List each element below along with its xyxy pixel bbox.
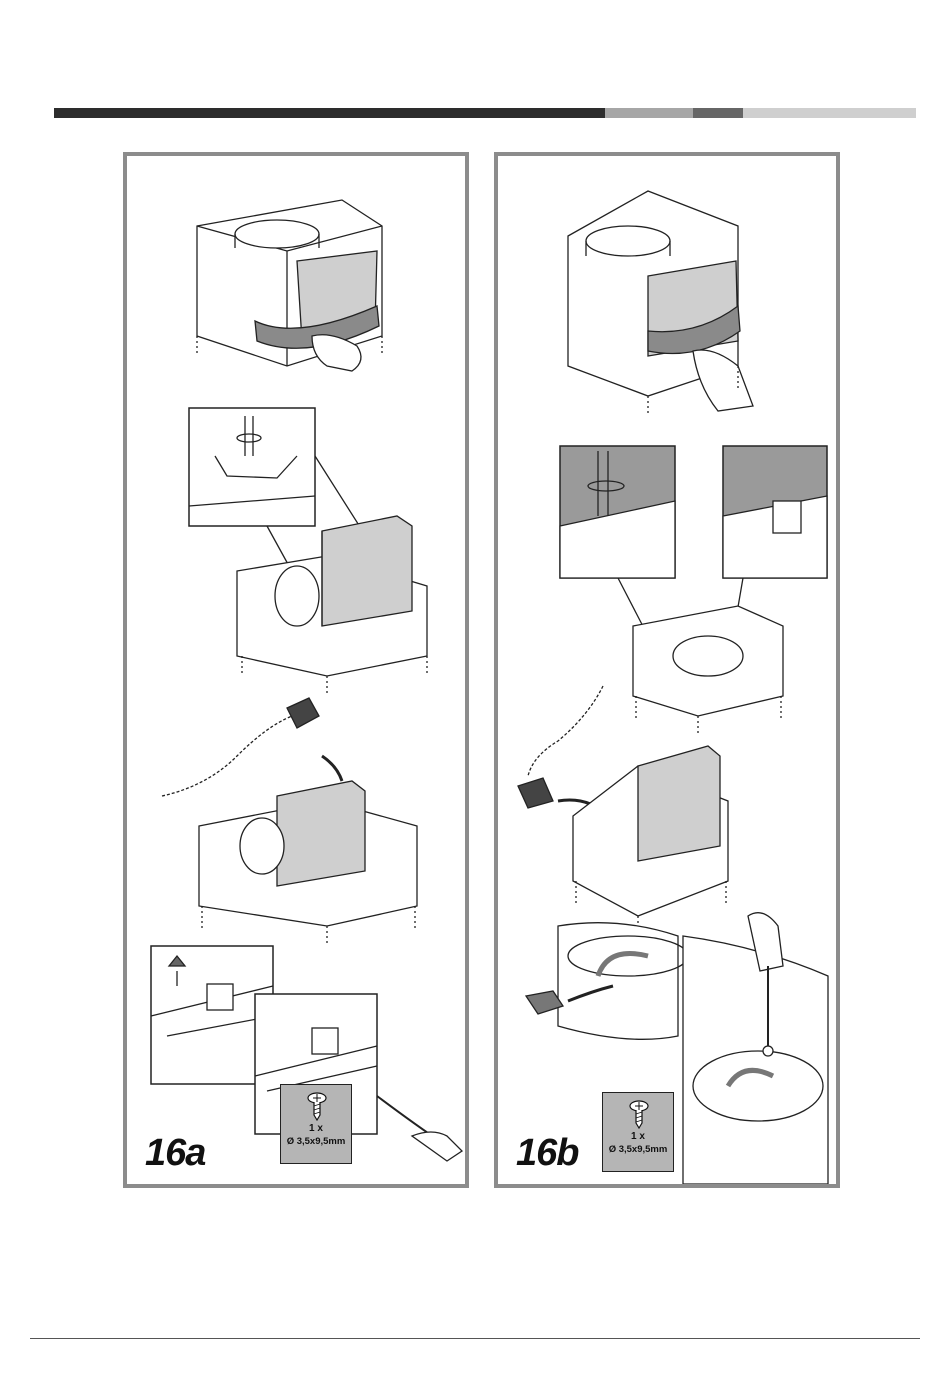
screw-dimension: Ø 3,5x9,5mm (603, 1144, 673, 1155)
illustration-16a (127, 156, 465, 1184)
screw-quantity: 1 x (603, 1131, 673, 1142)
figure-panel-16a: 1 x Ø 3,5x9,5mm 16a (123, 152, 469, 1188)
header-bar-segment-pale (743, 108, 916, 118)
figure-panel-16b: 1 x Ø 3,5x9,5mm 16b (494, 152, 840, 1188)
header-bar-segment-dark (54, 108, 605, 118)
figure-label: 16b (516, 1132, 578, 1175)
figure-label: 16a (145, 1132, 205, 1175)
header-bar-segment-light (605, 108, 693, 118)
screw-icon (305, 1091, 329, 1121)
screw-icon (627, 1099, 651, 1129)
footer-rule (30, 1338, 920, 1339)
screw-spec-box: 1 x Ø 3,5x9,5mm (280, 1084, 352, 1164)
screw-spec-box: 1 x Ø 3,5x9,5mm (602, 1092, 674, 1172)
header-bar-segment-mid (693, 108, 743, 118)
screw-dimension: Ø 3,5x9,5mm (281, 1136, 351, 1147)
header-bar (54, 108, 916, 118)
screw-quantity: 1 x (281, 1123, 351, 1134)
illustration-16b (498, 156, 836, 1184)
